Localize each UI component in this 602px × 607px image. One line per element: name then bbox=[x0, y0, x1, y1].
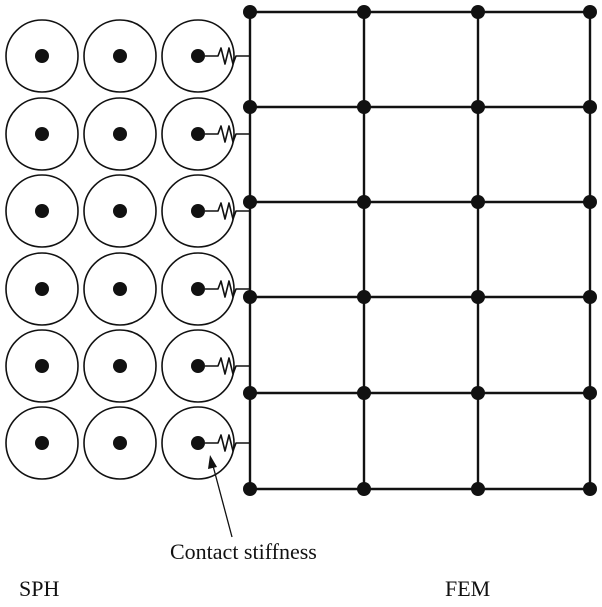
fem-node bbox=[471, 386, 485, 400]
contact-spring bbox=[205, 202, 250, 220]
fem-node bbox=[471, 195, 485, 209]
fem-node bbox=[357, 386, 371, 400]
fem-node bbox=[471, 100, 485, 114]
fem-node-group bbox=[243, 5, 597, 496]
sph-particle-circle bbox=[161, 329, 235, 403]
sph-particle-center bbox=[35, 282, 49, 296]
sph-particle-circle bbox=[5, 174, 79, 248]
fem-mesh-grid bbox=[248, 10, 592, 491]
sph-particle-circle bbox=[161, 97, 235, 171]
sph-particle-circle bbox=[5, 406, 79, 480]
contact-spring bbox=[205, 47, 250, 65]
fem-node bbox=[243, 482, 257, 496]
sph-particle-center bbox=[35, 436, 49, 450]
sph-particle-center bbox=[113, 127, 127, 141]
sph-particle-center bbox=[113, 436, 127, 450]
contact-spring-group bbox=[205, 47, 250, 452]
fem-node bbox=[357, 290, 371, 304]
fem-node bbox=[357, 100, 371, 114]
sph-particle-grid bbox=[5, 19, 235, 480]
contact-stiffness-arrow bbox=[208, 455, 233, 538]
sph-particle-circle bbox=[83, 97, 157, 171]
sph-particle-center bbox=[191, 436, 205, 450]
sph-particle-center bbox=[113, 204, 127, 218]
sph-particle-center bbox=[35, 359, 49, 373]
fem-node bbox=[583, 195, 597, 209]
fem-node bbox=[471, 482, 485, 496]
fem-node bbox=[243, 100, 257, 114]
sph-particle-circle bbox=[161, 174, 235, 248]
sph-particle-center bbox=[191, 127, 205, 141]
sph-particle-center bbox=[113, 359, 127, 373]
sph-particle-center bbox=[113, 49, 127, 63]
fem-node bbox=[357, 195, 371, 209]
sph-particle-center bbox=[191, 49, 205, 63]
fem-node bbox=[583, 290, 597, 304]
sph-particle-circle bbox=[161, 19, 235, 93]
fem-node bbox=[243, 195, 257, 209]
fem-node bbox=[243, 5, 257, 19]
sph-particle-circle bbox=[5, 252, 79, 326]
sph-particle-circle bbox=[83, 329, 157, 403]
sph-label: SPH bbox=[19, 576, 59, 601]
sph-particle-circle bbox=[161, 406, 235, 480]
contact-spring bbox=[205, 434, 250, 452]
contact-stiffness-label: Contact stiffness bbox=[170, 539, 317, 564]
fem-node bbox=[471, 5, 485, 19]
sph-particle-center bbox=[35, 49, 49, 63]
sph-particle-circle bbox=[83, 406, 157, 480]
fem-label: FEM bbox=[445, 576, 490, 601]
fem-node bbox=[357, 5, 371, 19]
sph-particle-circle bbox=[5, 329, 79, 403]
fem-node bbox=[583, 482, 597, 496]
sph-particle-circle bbox=[83, 19, 157, 93]
sph-particle-circle bbox=[83, 252, 157, 326]
fem-node bbox=[471, 290, 485, 304]
sph-particle-circle bbox=[161, 252, 235, 326]
sph-particle-center bbox=[35, 127, 49, 141]
fem-node bbox=[583, 386, 597, 400]
sph-particle-center bbox=[191, 282, 205, 296]
sph-particle-center bbox=[191, 204, 205, 218]
sph-particle-circle bbox=[5, 19, 79, 93]
contact-spring bbox=[205, 357, 250, 375]
sph-particle-center bbox=[113, 282, 127, 296]
contact-spring bbox=[205, 125, 250, 143]
fem-node bbox=[243, 386, 257, 400]
fem-node bbox=[583, 100, 597, 114]
fem-node bbox=[243, 290, 257, 304]
fem-node bbox=[583, 5, 597, 19]
fem-node bbox=[357, 482, 371, 496]
contact-spring bbox=[205, 280, 250, 298]
sph-particle-center bbox=[191, 359, 205, 373]
sph-particle-circle bbox=[83, 174, 157, 248]
sph-particle-center bbox=[35, 204, 49, 218]
sph-particle-circle bbox=[5, 97, 79, 171]
